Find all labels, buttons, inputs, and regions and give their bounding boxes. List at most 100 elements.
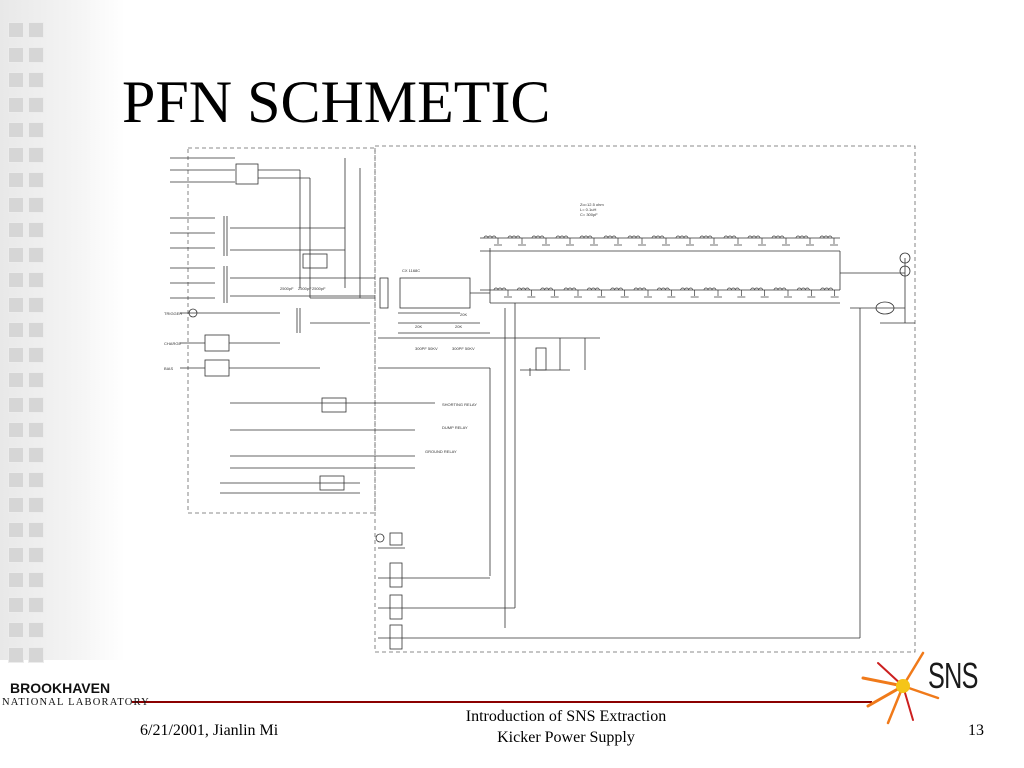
footer-presentation-title: Introduction of SNS Extraction Kicker Po… <box>416 706 716 748</box>
pfn-inductor <box>750 287 764 291</box>
sidebar-square <box>8 297 24 313</box>
sidebar-square <box>28 47 44 63</box>
pfn-inductor <box>795 235 809 239</box>
label-r1: 20K <box>415 324 422 329</box>
pfn-inductor <box>579 235 593 239</box>
pfn-inductor <box>627 235 641 239</box>
sidebar-square <box>28 122 44 138</box>
pfn-inductor <box>680 287 694 291</box>
pfn-inductor <box>603 235 617 239</box>
sidebar-square <box>28 597 44 613</box>
sidebar-square <box>28 22 44 38</box>
label-cx2: 300PF 50KV <box>452 346 475 351</box>
sidebar-square <box>28 522 44 538</box>
label-bias: BIAS <box>164 366 173 371</box>
pfn-inductor <box>586 287 600 291</box>
pfn-schematic: TRIGGER CHARGE BIAS SHORTING RELAY DUMP … <box>164 145 916 653</box>
sidebar-square <box>8 147 24 163</box>
sidebar-square <box>8 397 24 413</box>
brookhaven-logo-bottom: NATIONAL LABORATORY <box>2 697 150 708</box>
pfn-inductor <box>675 235 689 239</box>
pfn-inductor <box>726 287 740 291</box>
sidebar-square <box>8 497 24 513</box>
sidebar-square <box>8 222 24 238</box>
sidebar-square <box>8 547 24 563</box>
label-cell-note-2: L= 0.1uH <box>580 207 596 212</box>
sidebar-square <box>8 122 24 138</box>
sidebar-decoration <box>0 0 125 663</box>
pfn-inductor <box>540 287 554 291</box>
brookhaven-logo-top: BROOKHAVEN <box>10 680 111 696</box>
label-trigger: TRIGGER <box>164 311 182 316</box>
sidebar-square <box>28 497 44 513</box>
pfn-inductor <box>633 287 647 291</box>
label-c2: 2500pF <box>298 286 312 291</box>
sidebar-square <box>28 422 44 438</box>
pfn-inductor <box>796 287 810 291</box>
sidebar-square <box>8 272 24 288</box>
brookhaven-logo: BROOKHAVEN NATIONAL LABORATORY <box>0 680 149 716</box>
sidebar-square <box>8 472 24 488</box>
sidebar-square <box>28 272 44 288</box>
sidebar-square <box>8 322 24 338</box>
pfn-inductor <box>651 235 665 239</box>
page-title: PFN SCHMETIC <box>122 69 551 135</box>
sidebar-square <box>8 422 24 438</box>
sidebar-square <box>8 597 24 613</box>
label-charge: CHARGE <box>164 341 181 346</box>
sidebar-square <box>8 197 24 213</box>
sidebar-square <box>8 22 24 38</box>
pfn-inductor <box>507 235 521 239</box>
sidebar-square <box>28 372 44 388</box>
sidebar-square <box>28 297 44 313</box>
label-dump-relay: DUMP RELAY <box>442 425 468 430</box>
sidebar-square <box>28 222 44 238</box>
pfn-inductor <box>699 235 713 239</box>
label-c1: 2500pF <box>280 286 294 291</box>
pfn-inductor <box>555 235 569 239</box>
sidebar-square <box>28 447 44 463</box>
footer-rule <box>132 701 872 703</box>
pfn-inductor <box>820 287 834 291</box>
pfn-inductor <box>703 287 717 291</box>
pfn-inductor <box>747 235 761 239</box>
sidebar-square <box>8 622 24 638</box>
pfn-inductor <box>771 235 785 239</box>
label-shorting-relay: SHORTING RELAY <box>442 402 477 407</box>
pfn-inductor <box>563 287 577 291</box>
sidebar-square <box>28 97 44 113</box>
sns-star-icon <box>861 651 940 725</box>
sidebar-square <box>28 197 44 213</box>
sidebar-square <box>28 322 44 338</box>
label-r2: 20K <box>455 324 462 329</box>
sidebar-square <box>8 447 24 463</box>
label-thyratron: CX 1168C <box>402 268 420 273</box>
sidebar-square <box>28 647 44 663</box>
pfn-inductor <box>516 287 530 291</box>
label-r3: 20K <box>460 312 467 317</box>
sidebar-square <box>8 72 24 88</box>
pfn-inductor <box>723 235 737 239</box>
sidebar-square <box>8 347 24 363</box>
label-cell-note-3: C= 300pF <box>580 212 598 217</box>
sidebar-square <box>8 172 24 188</box>
sidebar-square <box>28 472 44 488</box>
pfn-inductor <box>819 235 833 239</box>
label-cx1: 300PF 50KV <box>415 346 438 351</box>
page-number: 13 <box>968 722 984 739</box>
sidebar-square <box>28 397 44 413</box>
sidebar-square <box>8 572 24 588</box>
sidebar-square <box>8 372 24 388</box>
label-ground-relay: GROUND RELAY <box>425 449 457 454</box>
sidebar-square <box>28 247 44 263</box>
pfn-inductor <box>656 287 670 291</box>
sidebar-square <box>8 47 24 63</box>
sns-logo-text: SNS <box>928 655 978 696</box>
pfn-inductor <box>483 235 497 239</box>
sidebar-square <box>28 547 44 563</box>
label-c3: 2500pF <box>312 286 326 291</box>
sidebar-square <box>28 172 44 188</box>
pfn-inductor <box>610 287 624 291</box>
sidebar-square <box>28 147 44 163</box>
pfn-inductor <box>531 235 545 239</box>
